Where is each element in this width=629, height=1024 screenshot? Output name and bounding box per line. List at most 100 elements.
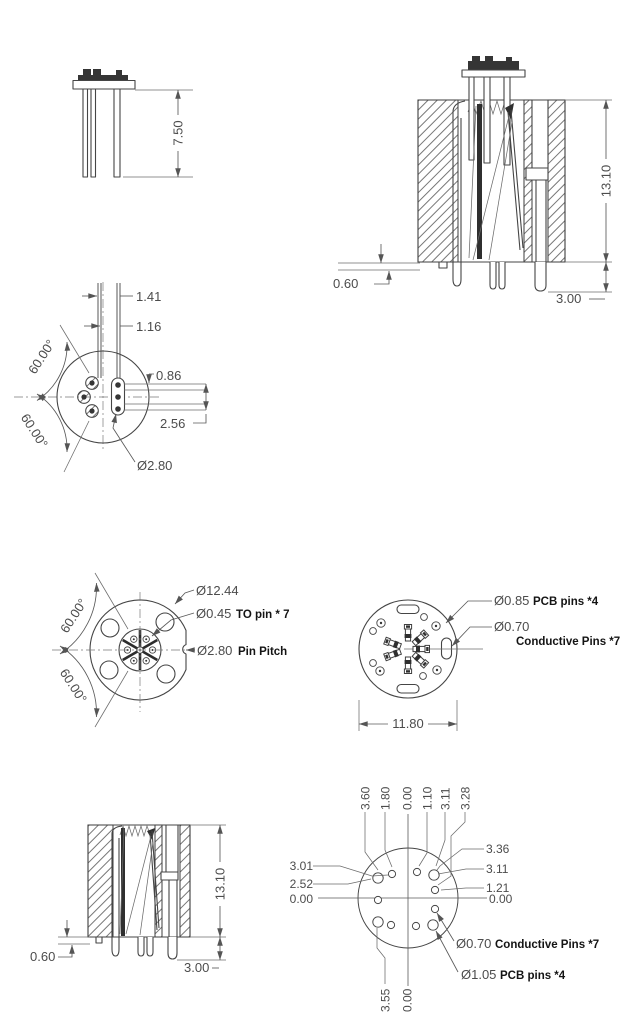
dim-top-angle-upper: 60.00°	[52, 590, 90, 638]
svg-text:13.10: 13.10	[599, 165, 614, 198]
conductive-pin-holes	[373, 867, 440, 931]
mount-hole	[100, 618, 120, 638]
housing-wall	[87, 824, 114, 938]
dim-pinface-circle: Ø2.80	[137, 458, 172, 473]
coord-left-2: 2.52	[290, 877, 314, 891]
can-bump	[93, 69, 101, 75]
contact-wires	[119, 827, 154, 936]
can-flange	[461, 69, 526, 78]
note-cond-pins: Conductive Pins *7	[516, 636, 620, 648]
can-bump	[485, 56, 493, 61]
dim-footprint-cond: Ø0.70	[456, 936, 491, 951]
contact-wires	[468, 105, 513, 261]
dim-top-angle-lower: 60.00°	[57, 660, 95, 708]
pcb-pin	[167, 937, 178, 960]
contact-bar	[477, 104, 482, 259]
can-pin	[113, 88, 121, 178]
foot	[438, 261, 448, 269]
housing-wall	[179, 824, 191, 938]
dim-top-outer-dia: Ø12.44	[196, 583, 239, 598]
to-pin-holes	[123, 635, 157, 665]
socket-section-view: 13.10 3.00 0.60	[30, 824, 228, 975]
dim-pinface-width: 1.16	[136, 319, 161, 334]
bottom-pin	[146, 937, 154, 957]
face-pins	[77, 376, 99, 418]
housing-wall	[417, 99, 459, 263]
coord-top-1: 3.60	[359, 786, 373, 810]
dim-footprint-pcb: Ø1.05	[461, 967, 496, 982]
dim-bottom-cond-pin: Ø0.70	[494, 619, 529, 634]
mount-hole	[99, 660, 119, 680]
pcb-pins	[372, 869, 440, 931]
contact-left	[452, 100, 466, 287]
bottom-pin	[137, 937, 145, 957]
coord-top-2: 1.80	[379, 786, 393, 810]
foot	[95, 936, 103, 944]
svg-text:13.10: 13.10	[213, 868, 228, 901]
can-flange	[72, 79, 136, 90]
can-bump	[83, 69, 91, 75]
dim-pinface-slot-span: 2.56	[160, 416, 185, 431]
socket-bottom-view: Ø0.85 PCB pins *4 Ø0.70 Conductive Pins …	[358, 593, 620, 731]
bottom-pin	[489, 262, 497, 290]
svg-text:60.00°: 60.00°	[25, 337, 58, 377]
coord-top-6: 3.28	[459, 786, 473, 810]
to-pin	[468, 76, 475, 161]
plate-outline	[89, 599, 187, 701]
note-pcb-pins: PCB pins *4	[533, 596, 599, 608]
svg-text:60.00°: 60.00°	[18, 411, 51, 451]
slot-step	[525, 167, 549, 181]
dim-top-to-pin: Ø0.45	[196, 606, 231, 621]
slot-right	[440, 637, 453, 660]
coord-bottom-2: 0.00	[401, 988, 415, 1012]
pcb-footprint-view: 3.60 1.80 0.00 1.10 3.11 3.28 3.01 2.52 …	[290, 786, 600, 1012]
contact-bar	[121, 828, 125, 936]
housing-wall	[547, 99, 566, 263]
can-cap	[468, 61, 519, 70]
coord-right-1: 3.36	[486, 842, 510, 856]
note-footprint-pcb: PCB pins *4	[500, 970, 566, 982]
note-pin-pitch: Pin Pitch	[238, 646, 287, 658]
svg-text:60.00°: 60.00°	[57, 596, 90, 636]
mount-hole	[156, 664, 176, 684]
contact-right	[149, 830, 160, 931]
dim-assembled-protrusion: 3.00	[556, 291, 581, 306]
contact-tip	[147, 828, 155, 840]
coord-right-3: 1.21	[486, 881, 510, 895]
mount-hole	[155, 612, 175, 632]
dim-section-height: 13.10	[209, 862, 228, 906]
dim-assembled-height: 13.10	[595, 159, 614, 203]
small-holes	[369, 613, 428, 680]
dim-pinface-slot-width: 0.86	[156, 368, 181, 383]
slot-channel	[168, 879, 178, 938]
slot-channel	[535, 179, 547, 263]
housing-wall	[523, 99, 533, 263]
dim-section-protrusion: 3.00	[184, 960, 209, 975]
dim-bottom-width: 11.80	[392, 716, 424, 731]
coord-top-4: 1.10	[421, 786, 435, 810]
pin-face-detail-view: 60.00° 60.00° 1.41 1.16 0.86 2.56 Ø2.80	[14, 282, 209, 473]
assembled-section-view: 13.10 3.00 0.60	[333, 56, 614, 306]
slot-bottom	[396, 683, 420, 694]
dim-bottom-pcb-pin: Ø0.85	[494, 593, 529, 608]
contact-left	[111, 825, 123, 957]
dim-assembled-standoff: 0.60	[333, 276, 358, 291]
slot-top	[396, 604, 420, 615]
dim-pinface-angle-lower: 60.00°	[18, 405, 56, 453]
coord-bottom-1: 3.55	[379, 988, 393, 1012]
coord-left-3: 0.00	[290, 892, 314, 906]
can-bump	[472, 56, 480, 61]
dim-side-height: 7.50	[167, 115, 186, 151]
bottom-pin	[498, 262, 506, 290]
slot	[531, 99, 549, 169]
pcb-pin	[534, 262, 547, 292]
side-view: 7.50	[72, 69, 193, 178]
dim-pinface-angle-upper: 60.00°	[20, 331, 58, 379]
socket-top-view: 60.00° 60.00° Ø12.44 Ø0.45 TO pin * 7 Ø2…	[52, 572, 289, 728]
dim-top-pin-pitch: Ø2.80	[197, 643, 232, 658]
can-bump	[116, 70, 122, 75]
note-footprint-cond: Conductive Pins *7	[495, 939, 599, 951]
coord-right-4: 0.00	[489, 892, 513, 906]
